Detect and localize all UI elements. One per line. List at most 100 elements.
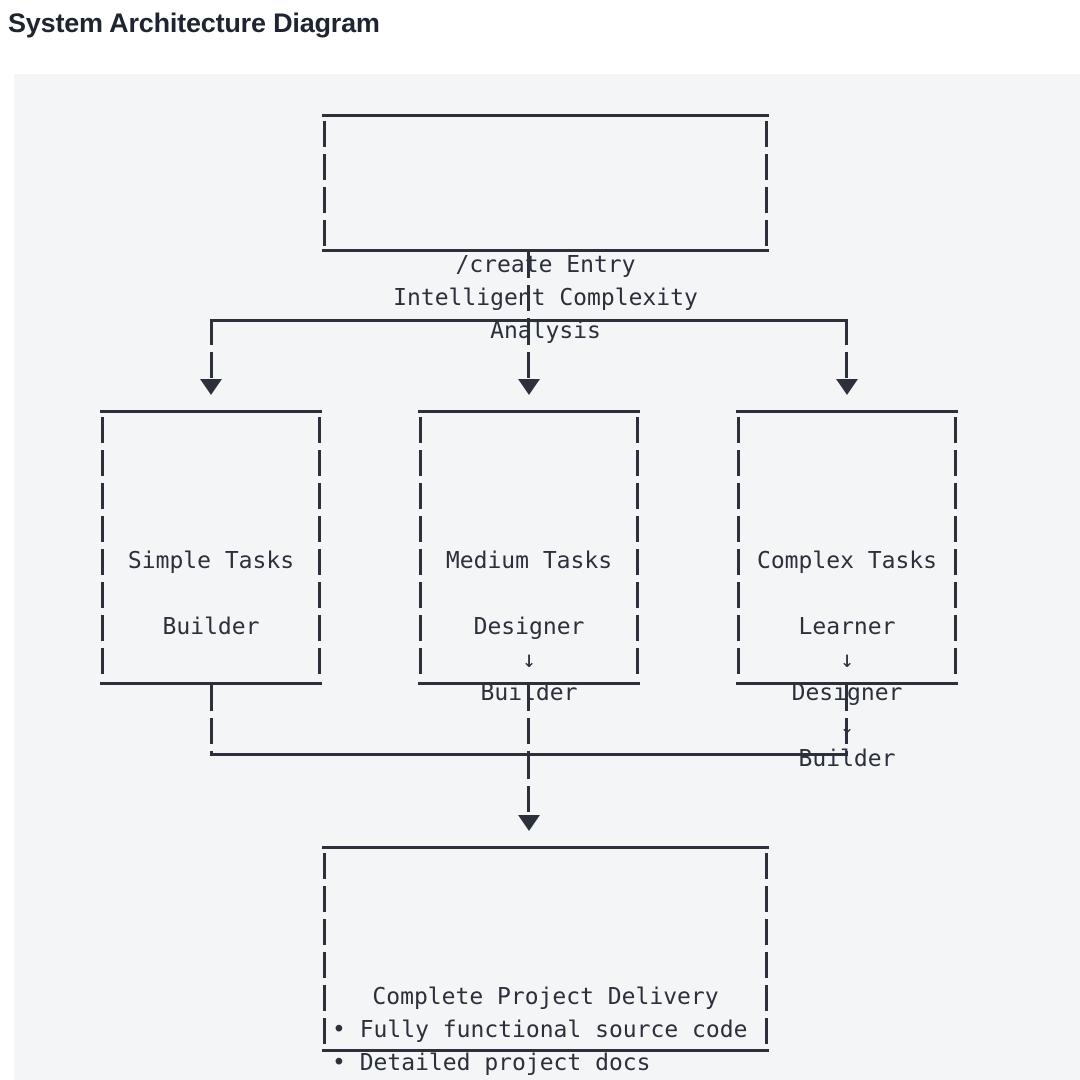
box-top-border xyxy=(322,846,769,849)
box-complete-project-delivery: Complete Project Delivery • Fully functi… xyxy=(322,846,769,1076)
pipe-right-icon xyxy=(954,582,957,608)
pipe-right-icon xyxy=(765,220,768,246)
box-row: Complete Project Delivery xyxy=(322,849,769,1010)
pipe-right-icon xyxy=(765,1018,768,1044)
connector-riser-medium xyxy=(527,685,530,753)
pipe-left-icon xyxy=(101,516,104,542)
box-row xyxy=(100,512,322,545)
pipe-left-icon xyxy=(323,952,326,978)
connector-drop-complex xyxy=(845,319,848,379)
medium-line-4: ↓ xyxy=(522,647,536,673)
pipe-left-icon xyxy=(323,154,326,180)
box-row: • Detailed project docs xyxy=(322,915,769,1076)
pipe-left-icon xyxy=(419,450,422,476)
pipe-left-icon xyxy=(737,549,740,575)
box-row-spacer xyxy=(322,1014,769,1046)
pipe-right-icon xyxy=(636,450,639,476)
pipe-left-icon xyxy=(419,417,422,443)
pipe-left-icon xyxy=(101,450,104,476)
pipe-left-icon xyxy=(737,516,740,542)
pipe-left-icon xyxy=(101,648,104,674)
box-row: ↓ xyxy=(736,578,958,739)
connector-delivery-stem xyxy=(527,753,530,816)
entry-line-3: Analysis xyxy=(490,318,601,344)
pipe-right-icon xyxy=(636,516,639,542)
box-row: • Usage instructions xyxy=(322,981,769,1014)
box-bottom-border xyxy=(418,682,640,685)
pipe-right-icon xyxy=(318,417,321,443)
complex-line-4: ↓ xyxy=(840,647,854,673)
box-row-spacer xyxy=(736,644,958,682)
box-create-entry: /create Entry Intelligent Complexity Ana… xyxy=(322,114,769,344)
delivery-item-1: • Fully functional source code xyxy=(332,1017,748,1043)
box-bottom-border xyxy=(322,249,769,252)
box-row: ↓ xyxy=(736,512,958,673)
box-row: Builder xyxy=(736,611,958,772)
box-row: Complex Tasks xyxy=(736,413,958,574)
pipe-right-icon xyxy=(318,516,321,542)
pipe-right-icon xyxy=(765,853,768,879)
entry-line-1: /create Entry xyxy=(455,252,636,278)
connector-riser-complex xyxy=(845,685,848,753)
pipe-right-icon xyxy=(318,615,321,641)
pipe-right-icon xyxy=(318,450,321,476)
box-top-border xyxy=(322,114,769,117)
connector-drop-simple xyxy=(210,319,213,379)
pipe-right-icon xyxy=(636,582,639,608)
box-row: Learner xyxy=(736,479,958,640)
box-complex-tasks: Complex Tasks Learner ↓ xyxy=(736,410,958,772)
pipe-left-icon xyxy=(419,549,422,575)
pipe-right-icon xyxy=(318,582,321,608)
box-bottom-border xyxy=(322,1049,769,1052)
box-row: Designer xyxy=(736,545,958,706)
pipe-left-icon xyxy=(737,615,740,641)
box-top-border xyxy=(418,410,640,413)
ascii-diagram-canvas: /create Entry Intelligent Complexity Ana… xyxy=(14,74,1080,1080)
entry-line-2: Intelligent Complexity xyxy=(393,285,698,311)
pipe-right-icon xyxy=(636,483,639,509)
simple-line-3: Builder xyxy=(162,614,260,640)
delivery-title: Complete Project Delivery xyxy=(372,984,719,1010)
pipe-right-icon xyxy=(765,952,768,978)
box-top-border xyxy=(736,410,958,413)
diagram-panel: /create Entry Intelligent Complexity Ana… xyxy=(14,74,1080,1080)
arrowhead-medium-icon xyxy=(518,379,540,395)
pipe-right-icon xyxy=(636,549,639,575)
pipe-left-icon xyxy=(101,483,104,509)
pipe-right-icon xyxy=(318,549,321,575)
box-row-spacer xyxy=(322,216,769,246)
pipe-right-icon xyxy=(954,648,957,674)
box-top-border xyxy=(100,410,322,413)
box-row: ↓ xyxy=(418,512,640,673)
box-row xyxy=(418,578,640,611)
box-row: Analysis xyxy=(322,183,769,344)
box-row xyxy=(100,578,322,611)
pipe-left-icon xyxy=(323,220,326,246)
pipe-right-icon xyxy=(954,549,957,575)
pipe-left-icon xyxy=(101,615,104,641)
box-bottom-border xyxy=(736,682,958,685)
pipe-left-icon xyxy=(323,121,326,147)
pipe-right-icon xyxy=(636,417,639,443)
pipe-right-icon xyxy=(954,417,957,443)
simple-line-1: Simple Tasks xyxy=(127,548,295,574)
complex-line-1: Complex Tasks xyxy=(756,548,937,574)
pipe-right-icon xyxy=(765,121,768,147)
pipe-left-icon xyxy=(419,483,422,509)
pipe-right-icon xyxy=(636,615,639,641)
box-row xyxy=(736,446,958,479)
box-simple-tasks: Simple Tasks Builder xyxy=(100,410,322,685)
pipe-right-icon xyxy=(765,886,768,912)
arrowhead-simple-icon xyxy=(200,379,222,395)
box-row xyxy=(100,446,322,479)
pipe-right-icon xyxy=(765,154,768,180)
pipe-right-icon xyxy=(636,648,639,674)
box-row xyxy=(100,611,322,644)
pipe-left-icon xyxy=(419,648,422,674)
pipe-right-icon xyxy=(318,648,321,674)
page-title: System Architecture Diagram xyxy=(8,8,380,38)
pipe-right-icon xyxy=(765,985,768,1011)
box-row xyxy=(418,446,640,479)
pipe-left-icon xyxy=(323,853,326,879)
box-row: Designer xyxy=(418,479,640,640)
